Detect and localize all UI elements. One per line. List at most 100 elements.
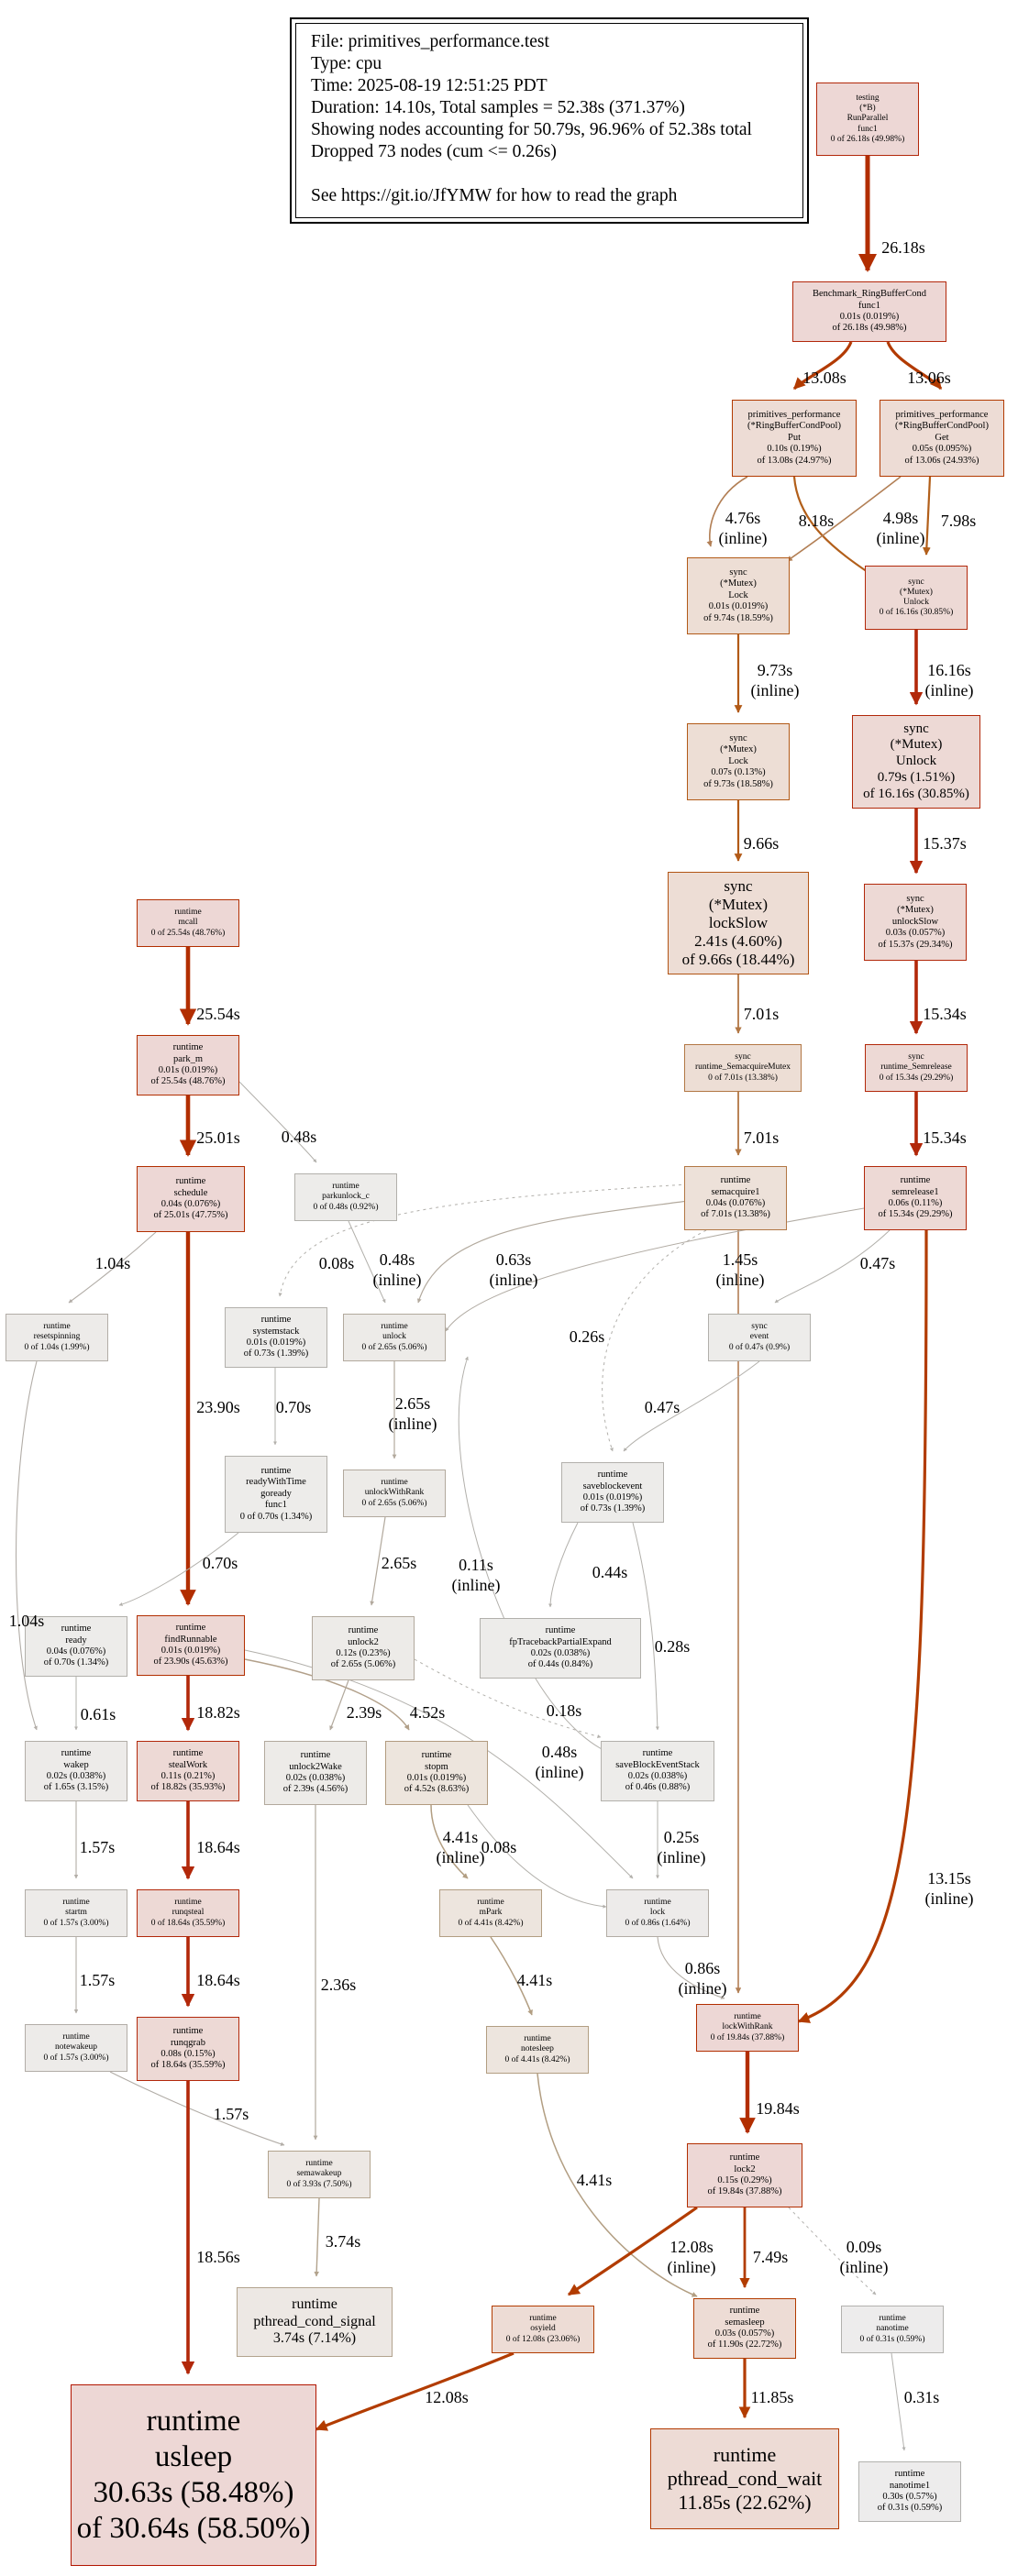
node-line: of 9.66s (18.44%) <box>681 951 795 969</box>
node-line: 0.11s (0.21%) <box>160 1771 216 1781</box>
edge-label: 1.57s <box>79 1838 116 1856</box>
edge-label: 15.34s <box>923 1005 967 1023</box>
edge-label: 16.16s (inline) <box>924 661 974 699</box>
edge-label: 12.08s <box>425 2388 469 2406</box>
edge-label: 4.41s (inline) <box>436 1828 485 1866</box>
edge-notesleep-to-semasleep <box>537 2073 698 2297</box>
node-line: (*Mutex) <box>720 744 757 755</box>
edge-label: 18.82s <box>196 1703 240 1722</box>
node-line: 0 of 16.16s (30.85%) <box>879 608 954 618</box>
node-line: of 11.90s (22.72%) <box>707 2339 782 2350</box>
node-line: unlockWithRank <box>364 1488 425 1498</box>
node-line: semawakeup <box>296 2169 342 2179</box>
legend-type: Type: cpu <box>311 54 382 73</box>
node-line: runtime <box>644 1898 671 1908</box>
node-line: sync <box>729 567 747 578</box>
node-line: notesleep <box>521 2044 554 2054</box>
edge-label: 0.18s <box>546 1701 582 1720</box>
node-line: stealWork <box>168 1759 208 1770</box>
node-line: 0.08s (0.15%) <box>160 2049 216 2059</box>
edge-findrunnable-to-stopm <box>244 1658 410 1731</box>
node-line: 0.07s (0.13%) <box>711 767 766 778</box>
node-line: runtime <box>172 1042 204 1053</box>
edge-get-to-mutex_unlock_small <box>922 476 932 556</box>
node-line: sync <box>724 876 753 895</box>
edge-label: 0.70s <box>275 1398 312 1416</box>
node-line: runtime <box>642 1748 673 1759</box>
node-line: mcall <box>178 918 198 928</box>
node-line: 0.01s (0.019%) <box>246 1338 306 1348</box>
node-line: osyield <box>530 2324 556 2334</box>
node-put[interactable]: primitives_performance(*RingBufferCondPo… <box>732 400 857 477</box>
edge-label: 13.08s <box>802 369 846 387</box>
legend-time: Time: 2025-08-19 12:51:25 PDT <box>311 76 548 95</box>
node-line: runtime <box>43 1322 71 1332</box>
edge-label: 9.66s <box>743 834 780 853</box>
node-line: Unlock <box>895 754 937 769</box>
node-line: of 15.34s (29.29%) <box>878 1209 953 1220</box>
node-get[interactable]: primitives_performance(*RingBufferCondPo… <box>880 400 1004 477</box>
node-line: (*Mutex) <box>900 587 933 597</box>
legend-inner: File: primitives_performance.test Type: … <box>295 23 803 218</box>
node-line: 0 of 12.08s (23.06%) <box>505 2334 581 2344</box>
node-line: func1 <box>858 300 880 311</box>
node-line: (*Mutex) <box>890 737 943 753</box>
edge-label: 9.73s (inline) <box>750 661 800 699</box>
node-line: runtime <box>175 1623 206 1634</box>
edge-label: 18.64s <box>196 1838 240 1856</box>
node-line: sync <box>908 1052 924 1062</box>
node-line: 0.01s (0.019%) <box>582 1492 643 1503</box>
node-line: runtime <box>729 2152 760 2163</box>
node-line: 0 of 0.31s (0.59%) <box>859 2334 925 2344</box>
